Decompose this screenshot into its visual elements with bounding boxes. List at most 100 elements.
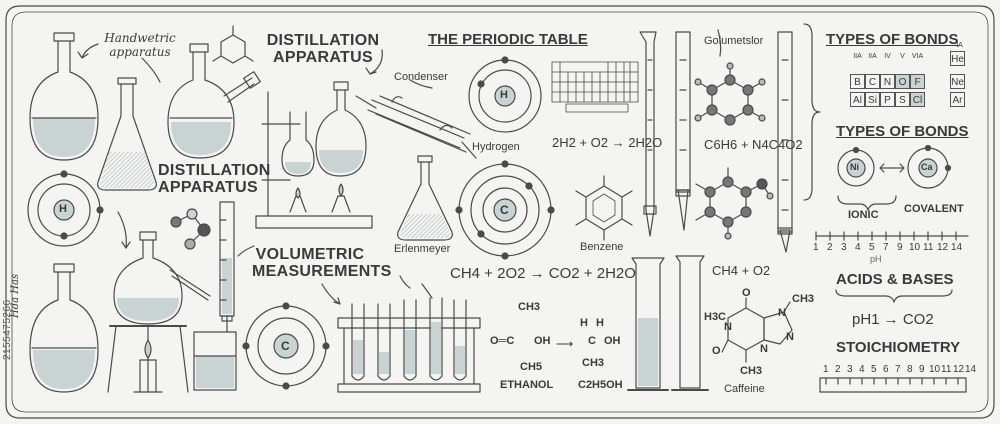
ethanol-ch3-bottom: CH3 <box>582 357 605 369</box>
caffeine-n3: N <box>786 331 794 343</box>
element-cell: N <box>880 74 895 89</box>
element-cell: Ar <box>950 92 965 107</box>
heading-volumetric: VOLUMETRIC MEASUREMENTS <box>252 246 392 281</box>
group-label-3: IV <box>884 53 891 60</box>
label-benzene: Benzene <box>580 241 624 253</box>
equation-hydrogen-reaction: 2H2 + O2 → 2H2O <box>552 135 663 150</box>
graduated-cylinder-1 <box>627 257 669 391</box>
ethanol-c-mid: C <box>588 335 596 347</box>
benzene-molecule <box>575 175 633 241</box>
stoich-tick: 12 <box>953 364 965 375</box>
acids-brace <box>835 289 953 303</box>
caffeine-n4: N <box>760 343 768 355</box>
heading-distillation-left: DISTILLATION APPARATUS <box>158 162 271 197</box>
equation-ch4-o2: CH4 + O2 <box>712 263 771 278</box>
ball-stick-molecule-small <box>170 208 211 250</box>
stoich-tick: 14 <box>965 364 977 375</box>
heading-stoichiometry: STOICHIOMETRY <box>836 339 961 356</box>
heading-acids-bases: ACIDS & BASES <box>836 271 954 288</box>
stoich-tick: 10 <box>929 364 941 375</box>
ball-stick-molecule-lower <box>695 167 774 240</box>
round-flask-top-left <box>29 32 99 161</box>
heading-types-of-bonds-1: TYPES OF BONDS <box>826 31 959 48</box>
ethanol-ch3-top: CH3 <box>518 301 541 313</box>
stoich-tick: 8 <box>907 364 913 375</box>
element-cell: Ne <box>950 74 965 89</box>
element-cell: P <box>880 92 895 107</box>
ionic-atom <box>837 146 875 187</box>
ph-scale <box>815 231 969 241</box>
ph-tick: 5 <box>869 242 875 253</box>
label-covalent: COVALENT <box>904 203 964 215</box>
round-flask-bottom-left <box>29 263 99 393</box>
periodic-table-grid <box>551 61 639 113</box>
equation-ph-co2: pH1 → CO2 <box>852 311 934 328</box>
caffeine-ch3-top: CH3 <box>792 293 815 305</box>
label-ethanol: ETHANOL <box>500 379 554 391</box>
ph-tick: 11 <box>923 242 934 253</box>
condenser-tube <box>367 95 477 159</box>
test-tube-rack <box>337 297 481 393</box>
caffeine-n2: N <box>778 307 786 319</box>
label-erlenmeyer: Erlenmeyer <box>394 243 451 255</box>
heading-distillation-top: DISTILLATION APPARATUS <box>266 32 380 67</box>
covalent-atom <box>907 144 952 189</box>
caffeine-o-bottom: O <box>712 345 721 357</box>
stock-id: 2155475266 <box>2 299 13 360</box>
ph-tick: 4 <box>855 242 861 253</box>
outer-frame <box>5 5 995 419</box>
ph-tick: 12 <box>937 242 949 253</box>
label-c2h5oh: C2H5OH <box>578 379 623 391</box>
ph-tick: 9 <box>897 242 903 253</box>
ph-tick: 2 <box>827 242 833 253</box>
distillation-stand <box>255 91 373 229</box>
caffeine-o-top: O <box>742 287 751 299</box>
hydrogen-symbol: H <box>500 89 508 101</box>
ph-tick: 14 <box>951 242 963 253</box>
group-label-2: IIA <box>868 53 877 60</box>
ethanol-o-c: O═C <box>490 335 515 347</box>
bonds-brace <box>837 195 897 211</box>
pointer-arrows <box>77 29 722 305</box>
heading-periodic-table: THE PERIODIC TABLE <box>428 31 588 48</box>
carbon-symbol: C <box>500 203 509 217</box>
element-cell: F <box>910 74 925 89</box>
atom-model-carbon-bottom <box>242 302 330 390</box>
hydrogen-symbol-left: H <box>59 203 67 215</box>
stoich-tick: 11 <box>941 364 952 375</box>
bracket-brace <box>803 23 821 201</box>
element-cell: He <box>950 51 965 66</box>
group-label-1: IIA <box>853 53 862 60</box>
group-label-4: V <box>900 53 905 60</box>
caffeine-h3c: H3C <box>704 311 727 323</box>
burette-right <box>777 31 793 253</box>
label-text: Handwetric apparatus <box>104 31 176 59</box>
element-cell: Si <box>865 92 880 107</box>
bond-arrow <box>879 163 905 173</box>
stoich-tick: 1 <box>823 364 829 375</box>
ethanol-oh: OH <box>534 335 551 347</box>
ph-axis-label: pH <box>870 254 882 264</box>
stoich-tick: 6 <box>883 364 889 375</box>
element-cell: Al <box>850 92 865 107</box>
reaction-arrow: ⟶ <box>556 337 574 351</box>
heading-types-of-bonds-2: TYPES OF BONDS <box>836 123 969 140</box>
ethanol-ch5: CH5 <box>520 361 543 373</box>
stoichiometry-ruler <box>819 377 967 393</box>
atom-model-carbon <box>455 160 555 260</box>
stoich-tick: 5 <box>871 364 877 375</box>
element-cell: Cl <box>910 92 925 107</box>
erlenmeyer-flask-left <box>97 77 157 191</box>
element-cell: O <box>895 74 910 89</box>
stoich-tick: 4 <box>859 364 865 375</box>
flask-on-tripod <box>107 231 211 393</box>
erlenmeyer-flask-middle <box>397 155 453 241</box>
element-cell: S <box>895 92 910 107</box>
atom-model-hydrogen-left <box>27 170 104 247</box>
label-hydrogen: Hydrogen <box>472 141 520 153</box>
ionic-symbol: Ni <box>850 162 859 172</box>
label-condenser: Condenser <box>394 71 448 83</box>
ph-tick: 1 <box>813 242 819 253</box>
carbon-symbol-bottom: C <box>281 339 290 353</box>
group-label-5: VIA <box>911 53 924 60</box>
